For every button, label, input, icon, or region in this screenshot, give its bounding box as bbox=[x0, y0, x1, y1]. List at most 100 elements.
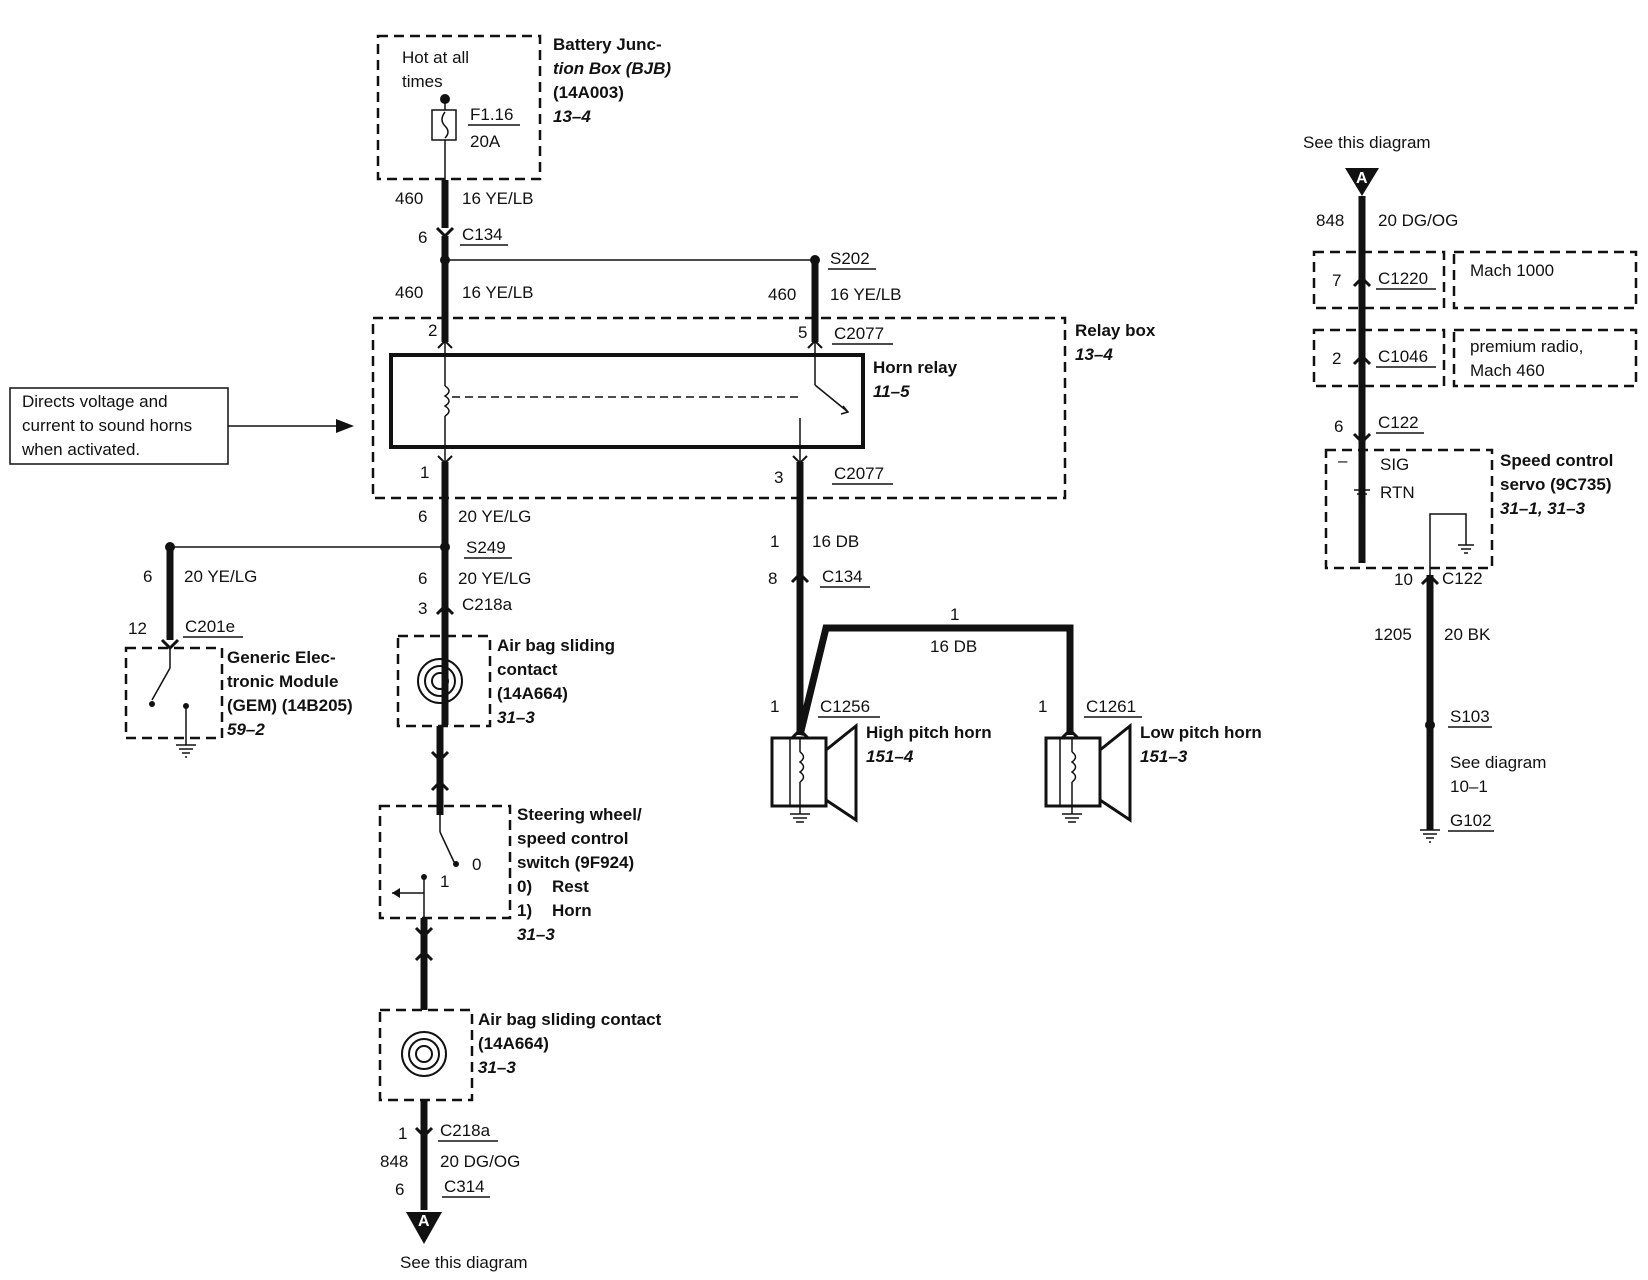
relay-switch-icon bbox=[814, 384, 849, 413]
horn-relay-title: Horn relay bbox=[873, 358, 958, 377]
servo-box bbox=[1324, 448, 1494, 570]
c1220-pin: 7 bbox=[1332, 271, 1341, 290]
note-line-2: current to sound horns bbox=[22, 416, 192, 435]
wire-16yelb-c-label: 16 YE/LB bbox=[830, 285, 902, 304]
c1220-box bbox=[1312, 250, 1446, 310]
note-line-3: when activated. bbox=[21, 440, 140, 459]
fuse-icon bbox=[431, 109, 457, 141]
mach1000-label: Mach 1000 bbox=[1470, 261, 1554, 280]
gem-ref: 59–2 bbox=[227, 720, 265, 739]
c1261-label: C1261 bbox=[1086, 697, 1136, 716]
horn-pin-1b: 1 bbox=[950, 605, 959, 624]
c134-pin: 6 bbox=[418, 228, 427, 247]
swc-horn-label: Horn bbox=[552, 901, 592, 920]
low-pitch-horn-icon bbox=[1044, 722, 1132, 823]
c2077-top-label: C2077 bbox=[834, 324, 884, 343]
right-wire-20dgog: 20 DG/OG bbox=[1378, 211, 1458, 230]
servo-ground2-icon bbox=[1458, 544, 1474, 554]
bjb-title-1: Battery Junc- bbox=[553, 35, 662, 54]
connector-a-bottom-icon bbox=[406, 1212, 442, 1244]
airbag2-title-1: Air bag sliding contact bbox=[478, 1010, 662, 1029]
premium-line-2: Mach 460 bbox=[1470, 361, 1545, 380]
c1046-pin: 2 bbox=[1332, 349, 1341, 368]
right-wire-848: 848 bbox=[1316, 211, 1344, 230]
wire-460-label: 460 bbox=[395, 189, 423, 208]
wire-16yelb-b-label: 16 YE/LB bbox=[462, 283, 534, 302]
airbag2-ref: 31–3 bbox=[478, 1058, 516, 1077]
wire-20yelg-c-label: 20 YE/LG bbox=[184, 567, 257, 586]
note-box bbox=[9, 387, 229, 465]
c218a-label: C218a bbox=[462, 595, 513, 614]
servo-rtn: RTN bbox=[1380, 483, 1415, 502]
mach1000-box bbox=[1452, 250, 1638, 310]
gem-ground-icon bbox=[176, 744, 196, 758]
g102-label: G102 bbox=[1450, 811, 1492, 830]
swc-ref: 31–3 bbox=[517, 925, 555, 944]
relay-pin-5: 5 bbox=[798, 323, 807, 342]
see-diagram-line-1: See diagram bbox=[1450, 753, 1546, 772]
relay-box bbox=[371, 316, 1067, 500]
c122b-label: C122 bbox=[1442, 569, 1483, 588]
see-diagram-line-2: 10–1 bbox=[1450, 777, 1488, 796]
c122-label: C122 bbox=[1378, 413, 1419, 432]
relay-pin-2: 2 bbox=[428, 321, 437, 340]
relay-coil-icon bbox=[443, 385, 450, 417]
s103-label: S103 bbox=[1450, 707, 1490, 726]
note-arrow-head bbox=[336, 419, 354, 433]
connector-a-top: A bbox=[1356, 170, 1368, 187]
s202-label: S202 bbox=[830, 249, 870, 268]
horn-pin-8: 8 bbox=[768, 569, 777, 588]
switch-pos-0: 0 bbox=[472, 855, 481, 874]
horn-pin-1d: 1 bbox=[1038, 697, 1047, 716]
servo-minus: – bbox=[1338, 451, 1348, 470]
airbag2-box bbox=[378, 1008, 474, 1102]
servo-title-1: Speed control bbox=[1500, 451, 1613, 470]
swc-rest-num: 0) bbox=[517, 877, 532, 896]
switch-pos-1: 1 bbox=[440, 872, 449, 891]
gem-title-1: Generic Elec- bbox=[227, 648, 336, 667]
c1256-label: C1256 bbox=[820, 697, 870, 716]
airbag1-coil-icon bbox=[417, 658, 463, 704]
servo-ground-icon bbox=[1354, 489, 1370, 499]
relay-pin-3: 3 bbox=[774, 468, 783, 487]
lower-pin-3: 3 bbox=[418, 599, 427, 618]
wire-20yelg-a-label: 20 YE/LG bbox=[458, 507, 531, 526]
bjb-box bbox=[376, 34, 542, 181]
high-horn-title: High pitch horn bbox=[866, 723, 992, 742]
c314-label: C314 bbox=[444, 1177, 485, 1196]
premium-box bbox=[1452, 328, 1638, 388]
lower-pin-6a: 6 bbox=[418, 507, 427, 526]
c1046-box bbox=[1312, 328, 1446, 388]
airbag1-title-2: contact bbox=[497, 660, 558, 679]
connector-a-bottom: A bbox=[418, 1213, 430, 1230]
c201e-label: C201e bbox=[185, 617, 235, 636]
horn-relay-box bbox=[389, 353, 865, 449]
wire-848-label: 848 bbox=[380, 1152, 408, 1171]
right-wire-20bk: 20 BK bbox=[1444, 625, 1491, 644]
low-horn-ref: 151–3 bbox=[1140, 747, 1188, 766]
high-pitch-horn-icon bbox=[770, 722, 858, 823]
see-this-diagram-top: See this diagram bbox=[1303, 133, 1431, 152]
bjb-ref: 13–4 bbox=[553, 107, 591, 126]
swc-title-2: speed control bbox=[517, 829, 628, 848]
wire-16db-b bbox=[796, 624, 1074, 736]
c122b-pin: 10 bbox=[1394, 570, 1413, 589]
lower-pin-6b: 6 bbox=[418, 569, 427, 588]
airbag1-title-1: Air bag sliding bbox=[497, 636, 615, 655]
horn-pin-1a: 1 bbox=[770, 532, 779, 551]
airbag1-ref: 31–3 bbox=[497, 708, 535, 727]
c134-label: C134 bbox=[462, 225, 503, 244]
bjb-hot-2: times bbox=[402, 72, 443, 91]
c1046-label: C1046 bbox=[1378, 347, 1428, 366]
note-line-1: Directs voltage and bbox=[22, 392, 168, 411]
horn-pin-1c: 1 bbox=[770, 697, 779, 716]
gem-title-3: (GEM) (14B205) bbox=[227, 696, 353, 715]
wire-16yelb-label: 16 YE/LB bbox=[462, 189, 534, 208]
swc-title-3: switch (9F924) bbox=[517, 853, 634, 872]
airbag1-box bbox=[396, 634, 492, 728]
c2077-bottom-label: C2077 bbox=[834, 464, 884, 483]
bjb-title-3: (14A003) bbox=[553, 83, 624, 102]
c134-connector bbox=[435, 226, 455, 239]
swc-horn-num: 1) bbox=[517, 901, 532, 920]
